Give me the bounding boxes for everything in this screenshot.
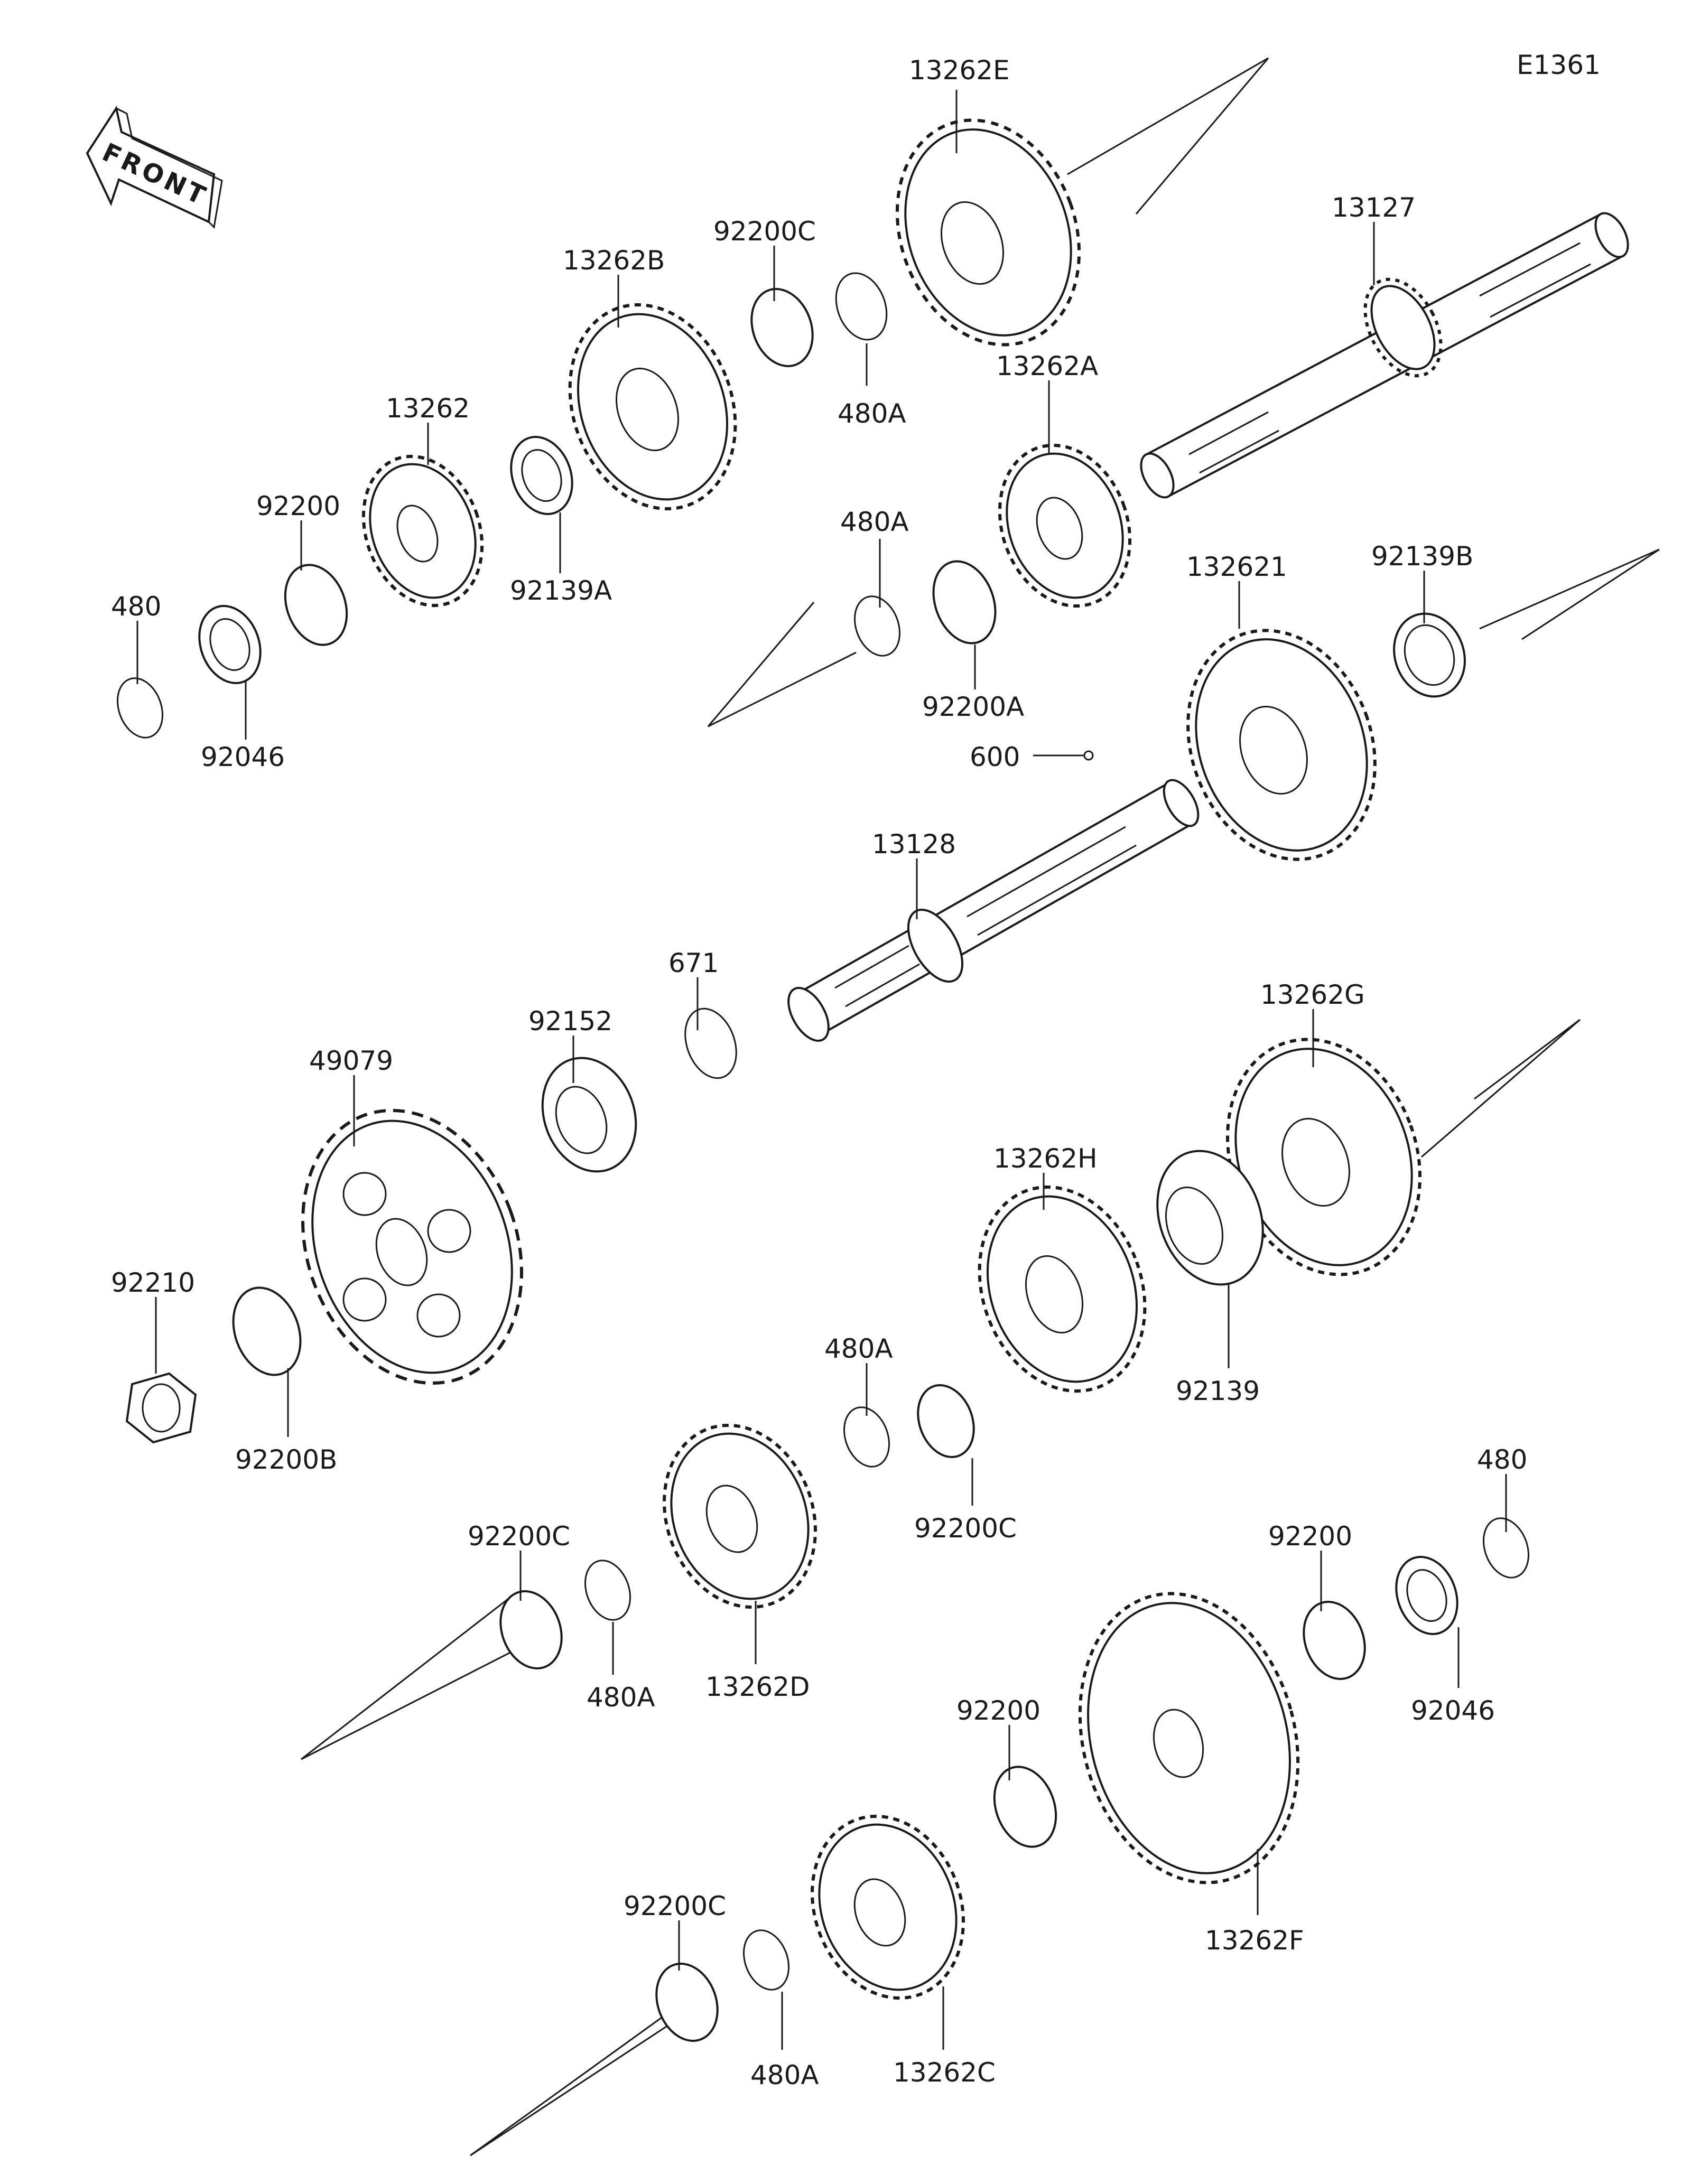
bearing-92046-right — [1395, 1556, 1458, 1635]
label-480-left: 480 — [111, 591, 161, 622]
label-13262H: 13262H — [993, 1143, 1098, 1174]
label-92139: 92139 — [1176, 1376, 1260, 1406]
label-13262F: 13262F — [1205, 1925, 1304, 1956]
label-13262D: 13262D — [705, 1672, 810, 1702]
label-13262A: 13262A — [996, 351, 1098, 381]
label-480A-center: 480A — [824, 1333, 893, 1364]
washers-and-circlips — [116, 272, 1530, 2042]
bearing-92139 — [1156, 1150, 1264, 1286]
gear-13262G — [1226, 1038, 1421, 1276]
gear-13262 — [361, 454, 484, 608]
sprocket-49079 — [301, 1108, 523, 1385]
label-92139A: 92139A — [510, 575, 612, 606]
part-labels: 13262E 92200C 13262B 13127 13262A 480A 1… — [111, 55, 1527, 2090]
label-13262: 13262 — [386, 393, 470, 424]
label-13262E: 13262E — [909, 55, 1010, 86]
bushing-92139B — [1393, 612, 1466, 698]
gear-13262C — [811, 1815, 965, 2000]
gear-13262A — [998, 443, 1132, 608]
nut-92210 — [125, 1372, 197, 1444]
label-92200C-left: 92200C — [468, 1521, 570, 1552]
label-92200C-top: 92200C — [713, 216, 816, 247]
label-480A-top: 480A — [838, 398, 906, 429]
label-480A-mid: 480A — [840, 507, 909, 537]
oil-seal-92152 — [541, 1057, 637, 1173]
label-480-right: 480 — [1477, 1444, 1527, 1475]
label-92046-right: 92046 — [1411, 1695, 1495, 1726]
counter-shaft-13128 — [787, 750, 1200, 1042]
label-13127: 13127 — [1332, 192, 1416, 223]
label-480A-lower: 480A — [587, 1682, 655, 1713]
gear-132621 — [1186, 629, 1377, 861]
label-132621: 132621 — [1186, 552, 1287, 582]
label-600: 600 — [970, 742, 1020, 772]
label-92210: 92210 — [111, 1267, 195, 1298]
label-92139B: 92139B — [1371, 541, 1473, 572]
front-arrow-icon: FRONT — [86, 105, 223, 229]
label-92200A: 92200A — [922, 692, 1024, 722]
guide-lines — [301, 57, 1660, 2157]
gear-13262H — [978, 1185, 1147, 1393]
bearing-92046-left — [198, 605, 262, 684]
label-671: 671 — [668, 948, 719, 978]
diagram-id: E1361 — [1517, 50, 1601, 80]
label-92046-left: 92046 — [201, 742, 285, 772]
gear-13262D — [663, 1424, 817, 1609]
label-13128: 13128 — [872, 829, 956, 860]
label-92200C-bottom: 92200C — [624, 1891, 726, 1921]
label-92200-right: 92200 — [1268, 1521, 1352, 1552]
label-92200-top: 92200 — [256, 491, 340, 521]
label-13262C: 13262C — [893, 2057, 996, 2088]
label-92200-bottom: 92200 — [956, 1695, 1040, 1726]
gear-13262B — [568, 303, 737, 511]
label-13262G: 13262G — [1260, 979, 1365, 1010]
label-13262B: 13262B — [563, 245, 665, 276]
main-shaft-13127 — [1140, 212, 1629, 499]
label-92200B: 92200B — [235, 1444, 337, 1475]
label-92200C-center: 92200C — [914, 1513, 1017, 1544]
bearing-92139A — [510, 436, 573, 515]
label-92152: 92152 — [528, 1006, 612, 1037]
gear-13262E — [895, 118, 1081, 347]
label-49079: 49079 — [309, 1046, 393, 1076]
leader-lines — [136, 90, 1507, 2050]
label-480A-bottom: 480A — [750, 2060, 819, 2090]
